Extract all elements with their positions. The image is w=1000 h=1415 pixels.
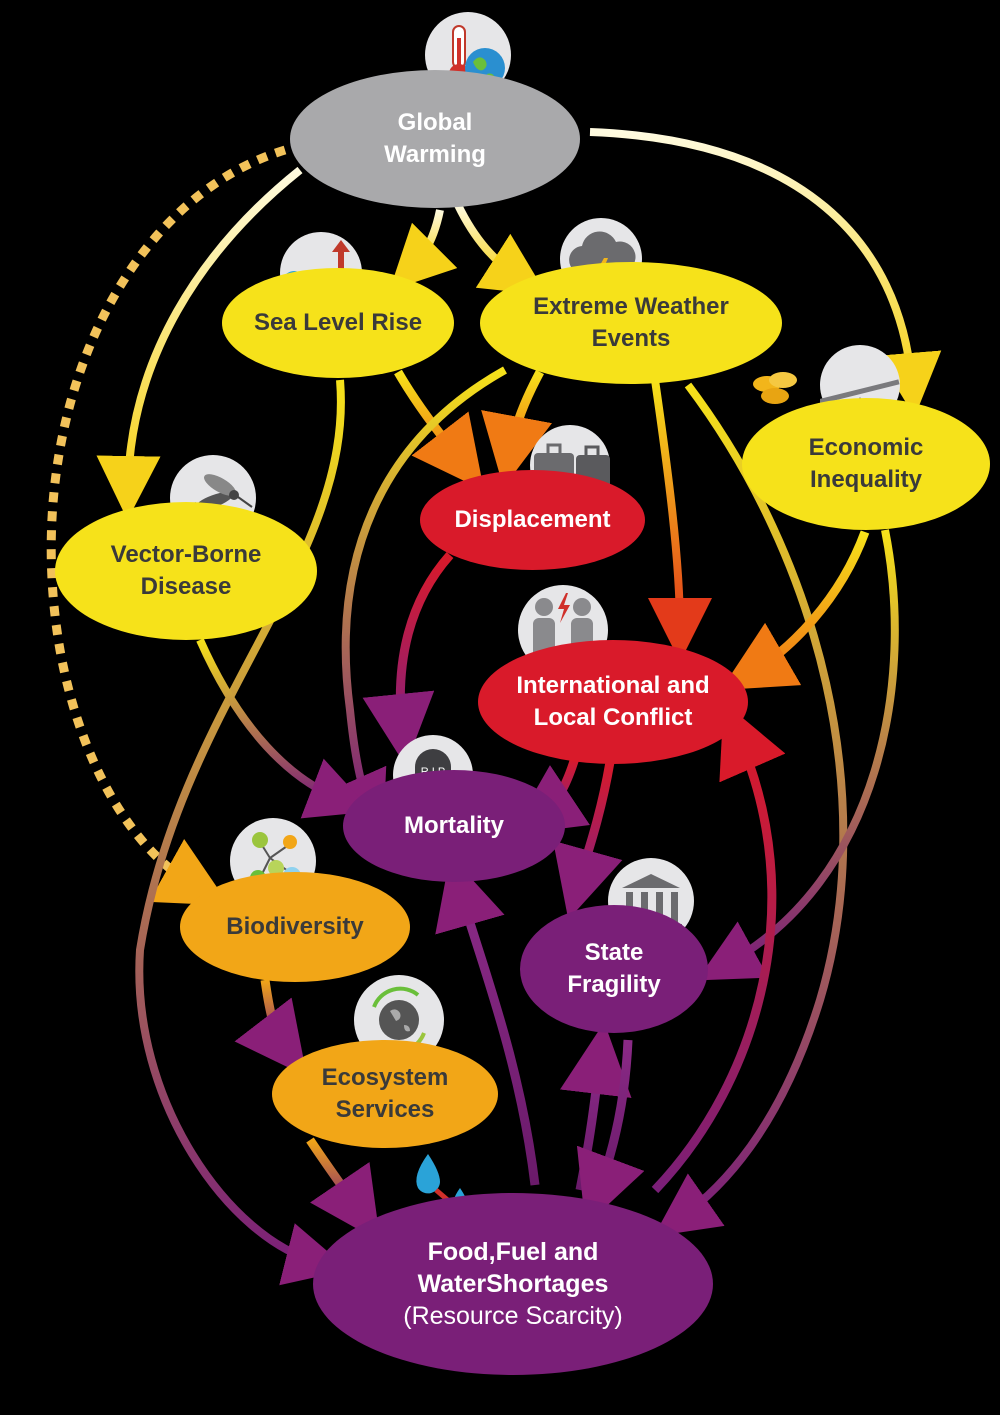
- arrow-global-warming-to-biodiversity: [46, 145, 287, 906]
- node-label-line: Warming: [384, 141, 486, 168]
- node-vector-borne-disease: Vector-Borne Disease: [55, 502, 317, 640]
- arrow-ecosystem-to-resource-scarcity: [306, 1137, 381, 1242]
- node-label-line: Ecosystem: [321, 1064, 449, 1091]
- node-global-warming: Global Warming: [290, 70, 580, 208]
- node-biodiversity: Biodiversity: [180, 872, 410, 982]
- node-label-line: Global: [397, 109, 473, 136]
- arrow-economic-inequality-to-conflict: [720, 530, 870, 691]
- arrow-resource-scarcity-to-mortality: [435, 855, 540, 1186]
- node-label-line: Events: [591, 325, 671, 352]
- node-sea-level-rise: Sea Level Rise: [222, 268, 454, 378]
- node-economic-inequality: Economic Inequality: [742, 398, 990, 530]
- arrow-resource-scarcity-to-state-fragility: [559, 1022, 632, 1191]
- arrow-extreme-weather-to-resource-scarcity: [653, 382, 848, 1237]
- node-label-line: Disease: [140, 573, 232, 600]
- node-international-local-conflict: International and Local Conflict: [478, 640, 748, 764]
- node-label-line: Sea Level Rise: [253, 309, 423, 336]
- node-label-line: Fragility: [567, 971, 661, 998]
- arrow-global-warming-to-extreme-weather: [454, 203, 547, 296]
- node-label-line: Vector-Borne: [110, 541, 262, 568]
- node-label-line: Food,Fuel and: [427, 1238, 599, 1266]
- arrow-global-warming-to-economic-inequality: [589, 128, 942, 417]
- coin-stack-icon: [753, 372, 797, 404]
- node-label-line: Inequality: [809, 466, 923, 493]
- node-mortality: Mortality: [343, 770, 565, 882]
- arrow-resource-scarcity-to-conflict: [651, 701, 786, 1194]
- arrow-vector-borne-to-mortality: [196, 638, 372, 819]
- node-label-line: WaterShortages: [417, 1270, 609, 1298]
- node-label-line: Displacement: [454, 506, 611, 533]
- arrow-conflict-to-state-fragility: [553, 761, 623, 920]
- node-label-line: Services: [335, 1096, 435, 1123]
- arrow-state-fragility-to-resource-scarcity: [576, 1039, 645, 1226]
- arrow-extreme-weather-to-conflict: [647, 379, 712, 662]
- node-ecosystem-services: Ecosystem Services: [272, 1040, 498, 1148]
- node-sublabel: (Resource Scarcity): [403, 1302, 623, 1330]
- arrow-global-warming-to-vector-borne: [96, 166, 303, 520]
- arrow-biodiversity-to-ecosystem: [234, 979, 307, 1077]
- node-resource-scarcity: Food,Fuel and WaterShortages (Resource S…: [313, 1193, 713, 1375]
- arrow-global-warming-to-sea-level: [389, 209, 458, 291]
- node-state-fragility: State Fragility: [520, 905, 708, 1033]
- arrow-economic-inequality-to-state-fragility: [696, 529, 899, 981]
- node-label-line: Economic: [808, 434, 924, 461]
- node-label-line: Local Conflict: [533, 704, 693, 731]
- node-extreme-weather-events: Extreme Weather Events: [480, 262, 782, 384]
- node-label-line: State: [584, 939, 644, 966]
- node-label-line: Mortality: [403, 812, 504, 839]
- node-label-line: Biodiversity: [226, 913, 364, 940]
- arrow-sea-level-to-resource-scarcity: [135, 379, 350, 1286]
- arrow-displacement-to-mortality: [362, 552, 454, 766]
- node-label-line: Extreme Weather: [533, 293, 729, 320]
- node-displacement: Displacement: [420, 470, 645, 570]
- node-label-line: International and: [516, 672, 710, 699]
- arrow-extreme-weather-to-displacement: [481, 369, 552, 488]
